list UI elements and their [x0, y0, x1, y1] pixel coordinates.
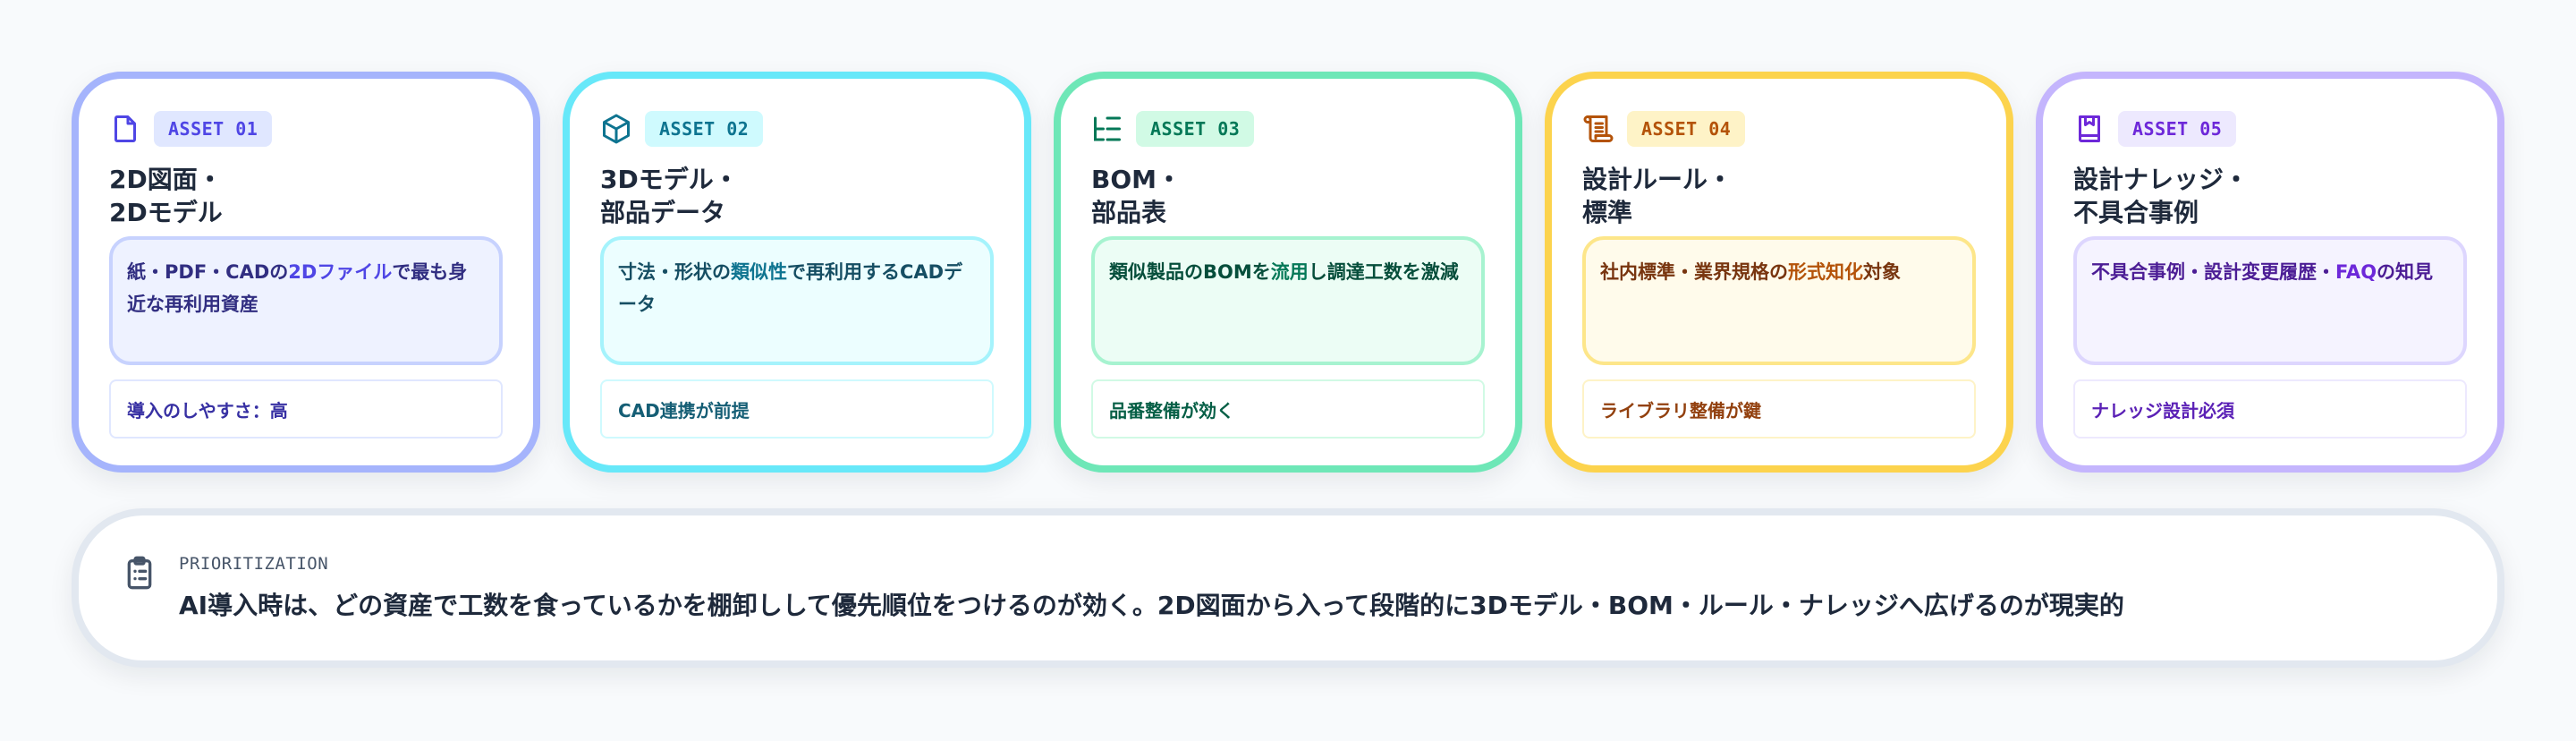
cube-icon — [600, 111, 632, 147]
asset-badge: ASSET 01 — [154, 111, 273, 147]
asset-note: 導入のしやすさ：高 — [109, 379, 503, 439]
highlight: 流用 — [1270, 261, 1309, 283]
asset-title: 3Dモデル・ 部品データ — [600, 165, 739, 227]
asset-title: 2D図面・ 2Dモデル — [109, 165, 223, 227]
asset-note: 品番整備が効く — [1091, 379, 1485, 439]
asset-card-3d: ASSET 02 3Dモデル・ 部品データ 寸法・形状の類似性で再利用するCAD… — [563, 72, 1031, 473]
clipboard-list-icon — [122, 553, 157, 592]
asset-title: 設計ルール・ 標準 — [1582, 165, 1733, 227]
asset-description: 社内標準・業界規格の形式知化対象 — [1582, 236, 1976, 365]
asset-card-rules: ASSET 04 設計ルール・ 標準 社内標準・業界規格の形式知化対象 ライブラ… — [1545, 72, 2013, 473]
highlight: 2Dファイル — [288, 261, 393, 283]
asset-description: 不具合事例・設計変更履歴・FAQの知見 — [2073, 236, 2467, 365]
asset-badge: ASSET 03 — [1136, 111, 1255, 147]
asset-description: 紙・PDF・CADの2Dファイルで最も身近な再利用資産 — [109, 236, 503, 365]
prioritization-banner: PRIORITIZATION AI導入時は、どの資産で工数を食っているかを棚卸し… — [72, 508, 2504, 668]
asset-card-bom: ASSET 03 BOM・ 部品表 類似製品のBOMを流用し調達工数を激減 品番… — [1054, 72, 1522, 473]
scroll-icon — [1582, 111, 1614, 147]
asset-card-2d: ASSET 01 2D図面・ 2Dモデル 紙・PDF・CADの2Dファイルで最も… — [72, 72, 540, 473]
highlight: FAQ — [2335, 261, 2377, 283]
asset-note: ナレッジ設計必須 — [2073, 379, 2467, 439]
asset-note: CAD連携が前提 — [600, 379, 994, 439]
asset-badge: ASSET 05 — [2118, 111, 2237, 147]
asset-cards: ASSET 01 2D図面・ 2Dモデル 紙・PDF・CADの2Dファイルで最も… — [72, 72, 2504, 473]
highlight: 形式知化 — [1788, 261, 1863, 283]
banner-label: PRIORITIZATION — [179, 554, 329, 574]
banner-body: AI導入時は、どの資産で工数を食っているかを棚卸しして優先順位をつけるのが効く。… — [179, 591, 2124, 620]
file-icon — [109, 111, 141, 147]
book-bookmark-icon — [2073, 111, 2106, 147]
asset-title: BOM・ 部品表 — [1091, 165, 1182, 227]
asset-badge: ASSET 04 — [1627, 111, 1746, 147]
asset-note: ライブラリ整備が鍵 — [1582, 379, 1976, 439]
highlight: 類似性 — [731, 261, 787, 283]
asset-badge: ASSET 02 — [645, 111, 764, 147]
asset-description: 寸法・形状の類似性で再利用するCADデータ — [600, 236, 994, 365]
asset-card-knowledge: ASSET 05 設計ナレッジ・ 不具合事例 不具合事例・設計変更履歴・FAQの… — [2036, 72, 2504, 473]
list-tree-icon — [1091, 111, 1123, 147]
asset-title: 設計ナレッジ・ 不具合事例 — [2073, 165, 2250, 227]
asset-description: 類似製品のBOMを流用し調達工数を激減 — [1091, 236, 1485, 365]
